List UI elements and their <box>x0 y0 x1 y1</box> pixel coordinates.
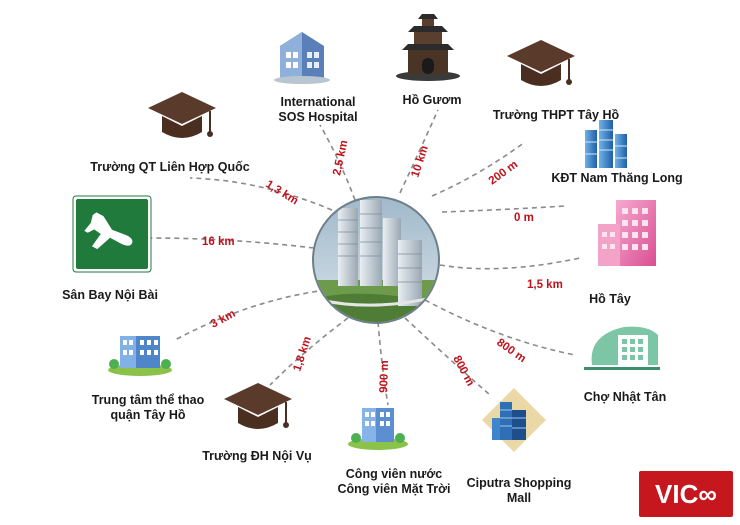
market-building-icon <box>584 326 660 370</box>
blue-towers-icon <box>585 120 627 168</box>
label-ciputra-mall: Ciputra Shopping Mall <box>467 476 572 506</box>
label-line: Chợ Nhật Tân <box>583 390 667 404</box>
line-trung-tam-the-thao <box>174 289 327 341</box>
sports-center-icon <box>108 336 172 376</box>
label-line: SOS Hospital <box>278 110 358 124</box>
distance-truong-qt: 1,3 km <box>263 178 300 207</box>
label-cho-nhat-tan: Chợ Nhật Tân <box>584 390 667 405</box>
pagoda-tower-icon <box>396 14 460 81</box>
project-building-render <box>312 196 440 324</box>
hospital-building-icon <box>274 32 330 84</box>
park-building-icon <box>348 408 408 450</box>
line-dh-noi-vu <box>269 317 349 386</box>
label-thpt-tay-ho: Trường THPT Tây Hồ <box>493 108 619 123</box>
line-ciputra-mall <box>404 317 491 396</box>
distance-ciputra-mall: 800 m <box>450 354 476 388</box>
line-truong-qt <box>189 177 333 211</box>
label-cong-vien-nuoc: Công viên nước Công viên Mặt Trời <box>337 467 450 497</box>
label-line: KĐT Nam Thăng Long <box>551 171 683 185</box>
distance-cho-nhat-tan: 800 m <box>494 337 528 366</box>
label-truong-qt: Trường QT Liên Hợp Quốc <box>90 160 249 175</box>
pink-building-icon <box>598 200 656 266</box>
label-line: Ciputra Shopping <box>466 476 572 490</box>
distance-thpt-tay-ho: 200 m <box>487 159 520 188</box>
distance-ho-tay: 1,5 km <box>527 279 563 291</box>
label-line: Hồ Gươm <box>402 93 462 107</box>
label-sos-hospital: International SOS Hospital <box>278 95 357 125</box>
label-line: Trường THPT Tây Hồ <box>492 108 620 122</box>
line-kdt-nam-thang-long <box>441 205 566 213</box>
airplane-sign-icon <box>72 195 152 273</box>
line-cong-vien-nuoc <box>377 321 389 406</box>
label-line: quận Tây Hồ <box>110 408 186 422</box>
label-san-bay-noi-bai: Sân Bay Nội Bài <box>62 288 158 303</box>
line-san-bay-noi-bai <box>149 237 315 249</box>
graduation-cap-icon <box>224 383 292 429</box>
distance-sos-hospital: 2,5 km <box>331 139 350 177</box>
line-cho-nhat-tan <box>424 299 576 356</box>
distance-dh-noi-vu: 1,8 km <box>291 335 313 373</box>
label-line: International <box>280 95 356 109</box>
distance-san-bay-noi-bai: 16 km <box>202 236 235 248</box>
label-dh-noi-vu: Trường ĐH Nội Vụ <box>202 449 312 464</box>
label-trung-tam-the-thao: Trung tâm thể thao quận Tây Hồ <box>92 393 205 423</box>
distance-ho-guom: 10 km <box>409 144 430 179</box>
label-line: Trung tâm thể thao <box>91 393 205 407</box>
graduation-cap-icon <box>507 40 575 86</box>
distance-kdt-nam-thang-long: 0 m <box>514 212 534 224</box>
label-line: Công viên nước <box>345 467 443 481</box>
distance-cong-vien-nuoc: 900 m <box>378 360 391 393</box>
label-line: Mall <box>506 491 532 505</box>
label-line: Hồ Tây <box>589 292 631 306</box>
shopping-mall-icon <box>482 388 546 452</box>
line-sos-hospital <box>319 124 356 201</box>
line-ho-guom <box>399 109 439 194</box>
distance-trung-tam-the-thao: 3 km <box>209 308 238 331</box>
label-line: Trường ĐH Nội Vụ <box>202 449 312 463</box>
label-line: Công viên Mặt Trời <box>337 482 451 496</box>
label-line: Sân Bay Nội Bài <box>62 288 158 302</box>
label-kdt-nam-thang-long: KĐT Nam Thăng Long <box>551 171 682 186</box>
line-ho-tay <box>439 257 581 270</box>
connector-lines <box>149 109 581 406</box>
label-ho-tay: Hồ Tây <box>589 292 631 307</box>
label-ho-guom: Hồ Gươm <box>403 93 462 108</box>
line-thpt-tay-ho <box>431 141 526 197</box>
vicoo-logo: VIC∞ <box>639 471 733 517</box>
label-line: Trường QT Liên Hợp Quốc <box>90 160 250 174</box>
graduation-cap-icon <box>148 92 216 138</box>
